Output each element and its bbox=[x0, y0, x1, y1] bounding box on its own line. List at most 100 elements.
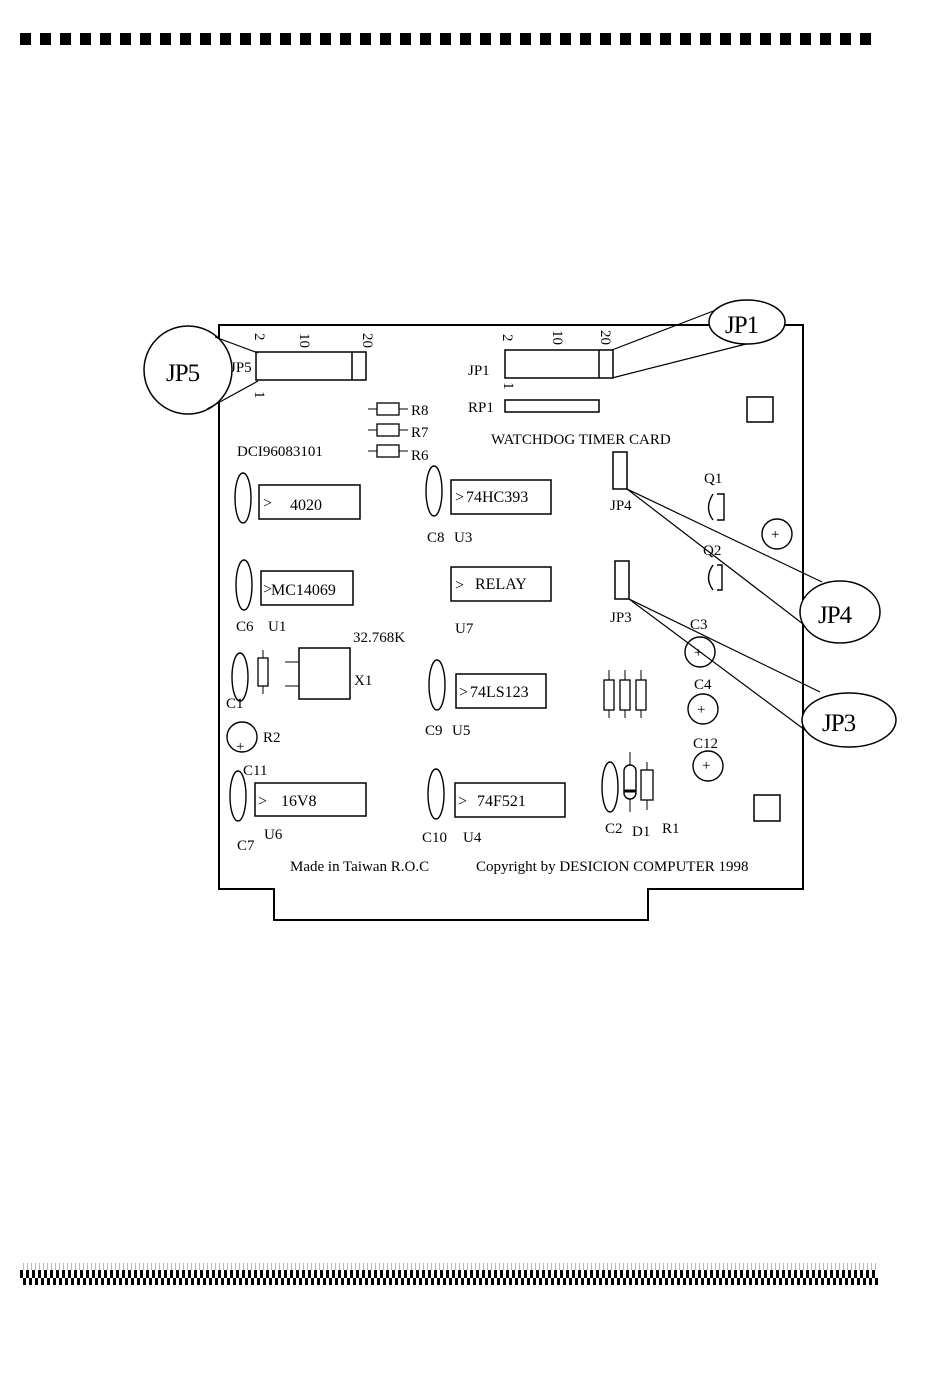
jp1-pin-1: 1 bbox=[500, 382, 516, 390]
c8-label: C8 bbox=[427, 530, 445, 546]
c7-capacitor bbox=[229, 770, 247, 822]
board-outline bbox=[218, 324, 804, 921]
jp1-pin-10: 10 bbox=[549, 330, 565, 345]
jp4-callout: JP4 bbox=[626, 488, 881, 644]
jp4-label: JP4 bbox=[610, 498, 632, 514]
q1-label: Q1 bbox=[704, 471, 722, 487]
chip-u3: > 74HC393 C8 U3 bbox=[425, 465, 552, 546]
crystal-area: C1 32.768K X1 bbox=[226, 630, 405, 712]
chip-u6: C11 > 16V8 U6 C7 bbox=[229, 763, 367, 854]
made-in-text: Made in Taiwan R.O.C bbox=[290, 859, 429, 875]
d1-diode bbox=[623, 764, 637, 800]
svg-text:+: + bbox=[694, 645, 702, 661]
jp1-jumper: JP1 2 10 20 1 bbox=[468, 330, 614, 390]
jp4-jumper: JP4 bbox=[610, 451, 632, 514]
jp1-pin-20: 20 bbox=[597, 330, 613, 345]
c7-label: C7 bbox=[237, 838, 255, 854]
svg-text:>: > bbox=[258, 793, 267, 810]
q2-transistor: Q2 bbox=[703, 543, 723, 591]
board-part-number: DCI96083101 bbox=[237, 444, 323, 460]
svg-text:>: > bbox=[263, 581, 272, 598]
jp1-header bbox=[504, 349, 614, 379]
svg-text:+: + bbox=[697, 702, 705, 718]
jp5-header bbox=[255, 351, 367, 381]
c4-label: C4 bbox=[694, 677, 712, 693]
r1-label: R1 bbox=[662, 821, 680, 837]
u7-chip-name: RELAY bbox=[475, 576, 527, 593]
svg-text:>: > bbox=[459, 684, 468, 701]
jp5-jumper: JP5 2 10 20 1 bbox=[230, 333, 375, 399]
x1-crystal bbox=[298, 647, 351, 700]
u4-ref: U4 bbox=[463, 830, 482, 846]
u1-ref: U1 bbox=[268, 619, 286, 635]
r8-label: R8 bbox=[411, 403, 429, 419]
u3-ref: U3 bbox=[454, 530, 472, 546]
u4-chip-name: 74F521 bbox=[477, 793, 526, 810]
rp1-resistor-network: RP1 bbox=[468, 399, 600, 416]
c3-capacitor: C3 + bbox=[684, 617, 716, 668]
r1-resistor bbox=[640, 769, 654, 801]
resistor-near-crystal bbox=[257, 657, 269, 687]
jp5-callout: JP5 bbox=[143, 325, 259, 415]
u6-chip-name: 16V8 bbox=[281, 793, 317, 810]
mount-pad-top bbox=[746, 396, 774, 423]
jp1-callout: JP1 bbox=[611, 299, 786, 379]
svg-text:+: + bbox=[771, 527, 779, 543]
resistor-array bbox=[603, 670, 647, 718]
svg-text:+: + bbox=[702, 758, 710, 774]
jp4-callout-text: JP4 bbox=[818, 602, 853, 629]
q1-transistor: Q1 bbox=[704, 471, 725, 521]
q2-label: Q2 bbox=[703, 543, 721, 559]
jp5-pin-2: 2 bbox=[251, 333, 267, 341]
r6-label: R6 bbox=[411, 448, 429, 464]
d1-label: D1 bbox=[632, 824, 650, 840]
capacitor-near-q1: + bbox=[761, 518, 793, 550]
c3-label: C3 bbox=[690, 617, 708, 633]
chip-u1: > MC14069 C6 U1 bbox=[235, 559, 354, 635]
c9-label: C9 bbox=[425, 723, 443, 739]
jp5-pin-1: 1 bbox=[251, 391, 267, 399]
copyright-text: Copyright by DESICION COMPUTER 1998 bbox=[476, 859, 749, 875]
u3-chip-name: 74HC393 bbox=[466, 489, 528, 506]
board-title: WATCHDOG TIMER CARD bbox=[491, 432, 671, 448]
c1-capacitor bbox=[231, 652, 249, 702]
top-decorative-border bbox=[20, 33, 878, 45]
bottom-decorative-border bbox=[20, 1263, 878, 1285]
svg-text:>: > bbox=[455, 489, 464, 506]
c2-label: C2 bbox=[605, 821, 623, 837]
c2-capacitor bbox=[601, 761, 619, 813]
u6-ref: U6 bbox=[264, 827, 283, 843]
jp3-callout: JP3 bbox=[628, 598, 897, 748]
jp1-pin-2: 2 bbox=[499, 334, 515, 342]
u7-ref: U7 bbox=[455, 621, 474, 637]
c12-capacitor: C12 + bbox=[692, 736, 724, 782]
u5-chip-name: 74LS123 bbox=[470, 684, 529, 701]
jp5-callout-text: JP5 bbox=[166, 360, 200, 387]
resistors-r6-r8: R8 R7 R6 bbox=[368, 402, 429, 464]
svg-text:>: > bbox=[455, 577, 464, 594]
c2-d1-r1-group: C2 D1 R1 bbox=[601, 752, 680, 840]
jp5-label: JP5 bbox=[230, 360, 252, 376]
c12-label: C12 bbox=[693, 736, 718, 752]
c1-label: C1 bbox=[226, 696, 244, 712]
jp1-label: JP1 bbox=[468, 363, 490, 379]
u1-chip-name: MC14069 bbox=[271, 582, 336, 599]
x1-label: X1 bbox=[354, 673, 372, 689]
c10-label: C10 bbox=[422, 830, 447, 846]
svg-text:>: > bbox=[458, 793, 467, 810]
jp3-jumper: JP3 bbox=[610, 560, 632, 626]
r7-label: R7 bbox=[411, 425, 429, 441]
c4-capacitor: C4 + bbox=[687, 677, 719, 725]
chip-u5: > 74LS123 C9 U5 bbox=[425, 659, 547, 739]
crystal-frequency: 32.768K bbox=[353, 630, 405, 646]
svg-text:+: + bbox=[236, 739, 244, 755]
svg-text:>: > bbox=[263, 495, 272, 512]
chip-u7: > RELAY U7 bbox=[450, 566, 552, 637]
jp3-callout-text: JP3 bbox=[822, 710, 856, 737]
jp1-callout-text: JP1 bbox=[725, 312, 758, 339]
jp3-label: JP3 bbox=[610, 610, 632, 626]
rp1-label: RP1 bbox=[468, 400, 494, 416]
c6-label: C6 bbox=[236, 619, 254, 635]
jp5-pin-20: 20 bbox=[359, 333, 375, 348]
